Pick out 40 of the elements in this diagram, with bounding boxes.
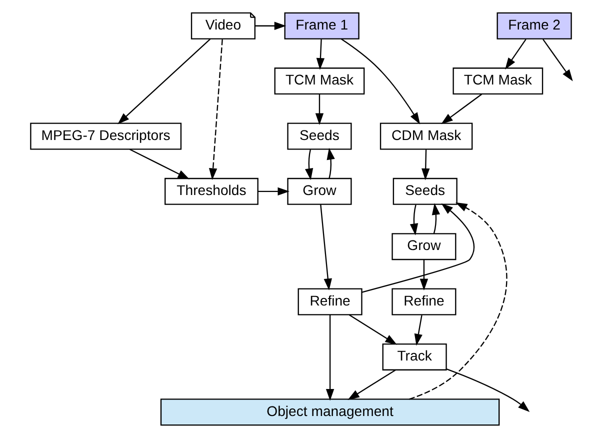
node-box: TCM Mask [452,68,543,95]
node-box: Seeds [286,122,352,150]
arrow [254,22,286,30]
node-box: Frame 1 [284,12,359,40]
arrow [419,260,428,291]
arrow [304,150,313,180]
arrow [347,370,396,400]
arrow [348,314,396,345]
arrow [129,148,190,180]
node-box: Grow [391,233,456,260]
node-box: MPEG-7 Descriptors [30,122,182,150]
node-box: Refine [391,288,456,316]
arrow [361,203,474,293]
node-box: Grow [286,178,352,205]
arrow [316,39,324,70]
arrow [414,315,422,346]
node-box: Frame 2 [496,12,572,40]
arrow [504,38,526,70]
arrow [340,38,420,124]
arrow [117,38,210,124]
arrow [257,187,289,196]
arrow [320,204,332,290]
node-box: Refine [297,288,362,316]
arrow [446,368,530,412]
arrow [314,94,324,126]
node-box: Thresholds [164,178,258,205]
arrow [326,148,334,179]
arrow [208,39,222,180]
arrow [421,150,430,180]
node-box: CDM Mask [379,122,472,150]
node-box: Track [382,343,446,370]
arrow [408,202,507,400]
arrow [325,314,334,401]
arrow [542,38,572,82]
node-box: Seeds [392,178,457,205]
node-box: TCM Mask [274,68,364,95]
arrow [440,94,482,124]
arrow [409,204,418,236]
node-box: Object management [160,398,500,426]
arrow [431,203,440,234]
